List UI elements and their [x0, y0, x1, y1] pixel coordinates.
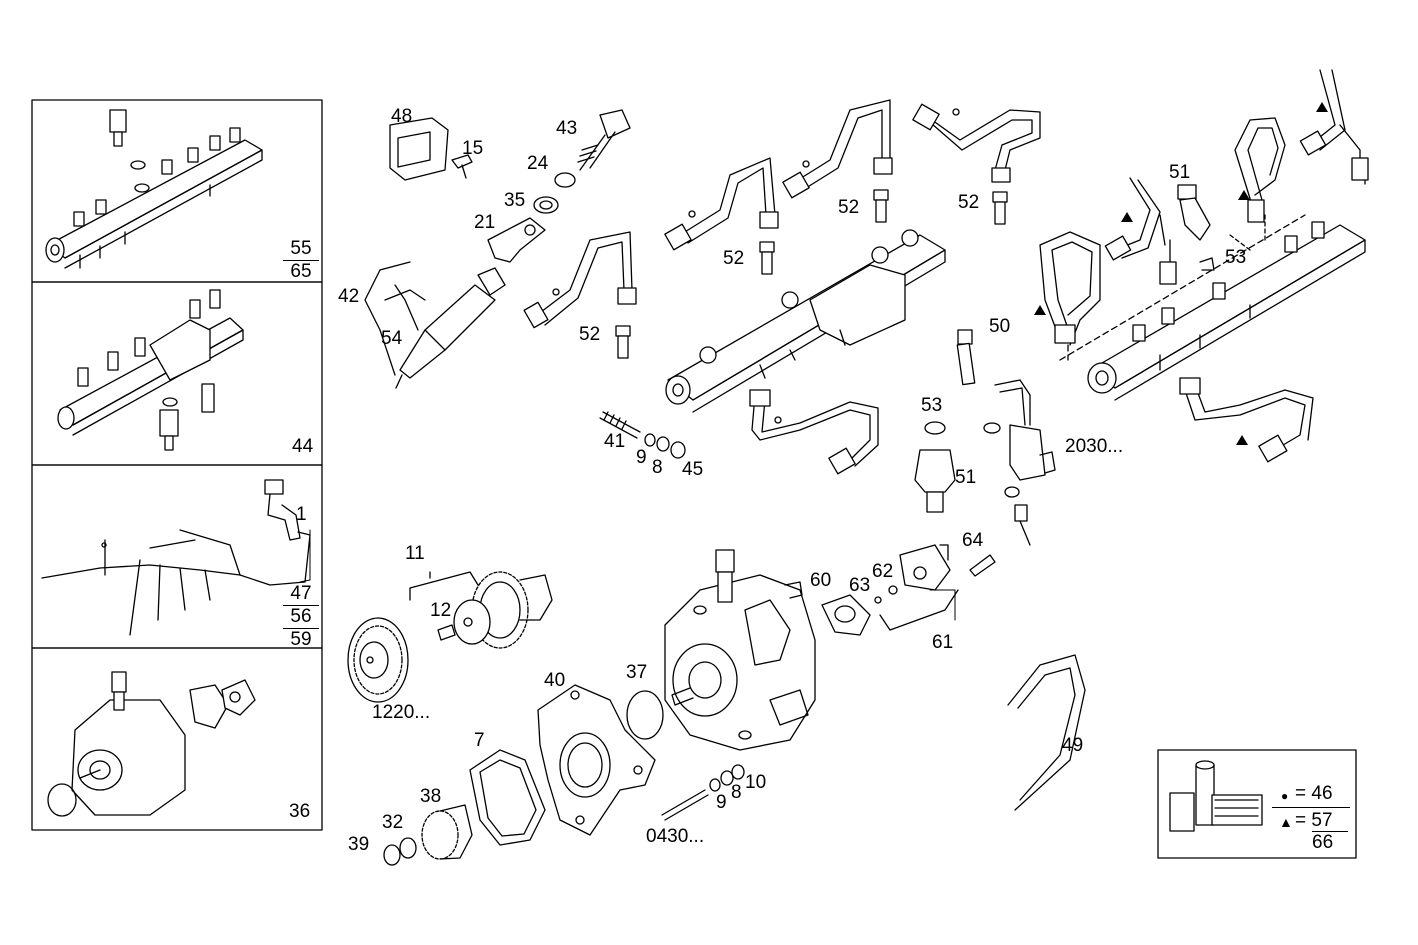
- dot-markers: [552, 108, 960, 424]
- pipe-52-d: [912, 103, 1041, 183]
- callout-52-a: 52: [579, 324, 601, 345]
- legend-box: [1157, 749, 1357, 859]
- legend-triangle-value: = 57: [1295, 810, 1333, 831]
- panel-harness-fraction-mid: 56: [283, 605, 319, 628]
- callout-63: 63: [849, 575, 871, 596]
- sensor-block-48: [389, 117, 449, 181]
- callout-15: 15: [462, 138, 484, 159]
- pipe-52-a: [523, 231, 637, 329]
- gear-assembly-11: [409, 571, 553, 649]
- callout-60: 60: [810, 570, 832, 591]
- injector-42: [364, 261, 506, 389]
- hose-49: [1007, 654, 1086, 811]
- return-pipe: [749, 389, 879, 475]
- stud-41: [599, 411, 686, 459]
- drive-gear-38: [383, 804, 473, 866]
- callout-24: 24: [527, 153, 549, 174]
- screw-43: [577, 109, 631, 171]
- gear-1220: [347, 617, 409, 703]
- regulator-group-61: [821, 544, 996, 636]
- legend-triangle-denominator: 66: [1312, 832, 1334, 853]
- callout-12: 12: [430, 600, 452, 621]
- callout-61: 61: [932, 632, 954, 653]
- callout-51-right: 51: [1169, 162, 1191, 183]
- callout-53-center: 53: [921, 395, 943, 416]
- panel-harness-fraction-top: 47: [290, 583, 312, 604]
- leader-lines: [299, 529, 956, 621]
- flange-plate-40: [537, 684, 656, 836]
- callout-38: 38: [420, 786, 442, 807]
- clamp-21: [487, 217, 546, 263]
- legend-divider: [1272, 807, 1350, 808]
- callout-40: 40: [544, 670, 566, 691]
- pipe-52-c: [782, 99, 893, 199]
- callout-9-top: 9: [636, 447, 647, 468]
- callout-37: 37: [626, 662, 648, 683]
- callout-39: 39: [348, 834, 370, 855]
- washer-35: [533, 196, 559, 214]
- bolt-15: [451, 154, 473, 179]
- fitting-52: [615, 189, 1008, 359]
- callout-41: 41: [604, 431, 626, 452]
- callout-51-center: 51: [955, 467, 977, 488]
- callout-49: 49: [1062, 735, 1084, 756]
- callout-45: 45: [682, 459, 704, 480]
- right-rail: [1059, 214, 1366, 401]
- harness-illustration: [41, 479, 311, 636]
- callout-52-d: 52: [958, 192, 980, 213]
- callout-52-b: 52: [723, 248, 745, 269]
- panel-pump-label: 36: [289, 801, 311, 822]
- callout-8-bottom: 8: [731, 782, 742, 803]
- central-rail: [665, 229, 946, 413]
- pressure-sensor-51: [914, 421, 956, 513]
- callout-42: 42: [338, 286, 360, 307]
- callout-0430: 0430...: [646, 826, 705, 847]
- high-pressure-pump: [664, 549, 816, 751]
- pump-illustration-small: [47, 671, 256, 817]
- pressure-sensor-51-right: [1177, 184, 1215, 271]
- callout-1220: 1220...: [372, 702, 431, 723]
- o-ring-37: [626, 690, 664, 740]
- rail-illustration-b: [57, 289, 244, 451]
- callout-11: 11: [405, 543, 425, 564]
- panel-harness-fraction-bottom: 59: [283, 628, 319, 651]
- callout-2030: 2030...: [1065, 436, 1124, 457]
- callout-21: 21: [474, 212, 496, 233]
- callout-7: 7: [474, 730, 485, 751]
- callout-8-top: 8: [652, 457, 663, 478]
- legend-dot-symbol: ●: [1281, 789, 1289, 803]
- rail-illustration-a: [45, 109, 263, 269]
- stud-0430: [661, 764, 745, 821]
- panel-frame-pump: [31, 647, 323, 831]
- callout-64: 64: [962, 530, 984, 551]
- callout-9-bottom: 9: [716, 792, 727, 813]
- panel-harness-fraction: 47 56 59: [283, 583, 319, 651]
- callout-48: 48: [391, 106, 413, 127]
- callout-32: 32: [382, 812, 404, 833]
- callout-52-c: 52: [838, 197, 860, 218]
- right-pipes: [1039, 69, 1369, 463]
- panel-rail-b-label: 44: [292, 436, 314, 457]
- panel-rail-a-fraction: 55 65: [283, 238, 319, 283]
- gasket-7: [469, 749, 546, 846]
- pipe-52-b: [664, 157, 779, 251]
- callout-10: 10: [745, 772, 767, 793]
- callout-43: 43: [556, 118, 578, 139]
- valve-assembly-2030: [956, 329, 1056, 546]
- legend-fraction-line: [1312, 831, 1348, 832]
- panel-rail-a-denominator: 65: [283, 260, 319, 283]
- legend-triangle-symbol: ▲: [1279, 814, 1293, 830]
- legend-dot-value: = 46: [1295, 783, 1333, 804]
- callout-53-right: 53: [1225, 247, 1247, 268]
- callout-35: 35: [504, 190, 526, 211]
- washer-24: [554, 172, 576, 188]
- panel-harness-part-label: 1: [296, 504, 307, 525]
- callout-62: 62: [872, 561, 894, 582]
- callout-54: 54: [381, 328, 403, 349]
- triangle-markers: [1034, 102, 1328, 445]
- panel-rail-a-numerator: 55: [290, 238, 312, 259]
- callout-50: 50: [989, 316, 1011, 337]
